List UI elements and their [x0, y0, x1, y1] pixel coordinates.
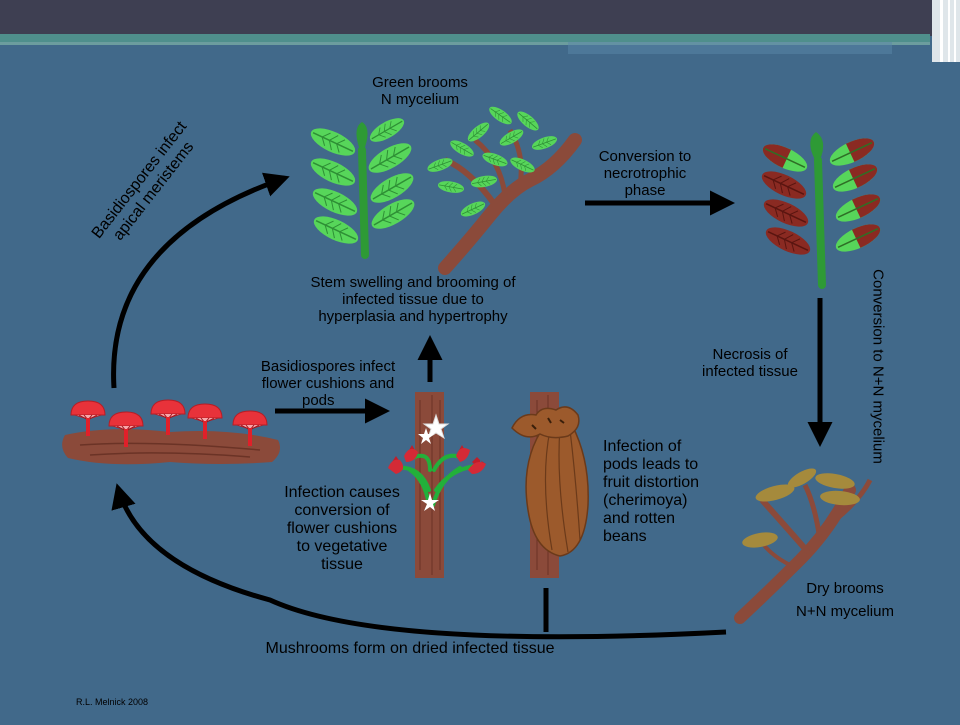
label-basidio-flower-3: pods: [302, 392, 335, 409]
label-dry-brooms-1: Dry brooms: [806, 580, 884, 597]
label-infection-causes: Infection causes conversion of flower cu…: [272, 484, 412, 574]
label-infection-pods-4: (cherimoya): [603, 492, 688, 509]
label-green-brooms: Green brooms N mycelium: [355, 74, 485, 108]
label-conversion-necrotrophic: Conversion to necrotrophic phase: [585, 148, 705, 199]
label-stem-swelling-1: Stem swelling and brooming of: [310, 274, 516, 291]
infected-pod-illustration: [511, 392, 589, 578]
cycle-arrows: [111, 172, 833, 640]
label-basidiospores-flower: Basidiospores infect flower cushions and…: [248, 358, 408, 409]
label-infection-causes-4: to vegetative: [296, 538, 388, 555]
label-conversion-necro-1: Conversion to: [598, 148, 692, 165]
label-infection-causes-1: Infection causes: [284, 484, 400, 501]
label-conversion-necro-2: necrotrophic: [603, 165, 687, 182]
label-stem-swelling-3: hyperplasia and hypertrophy: [318, 308, 508, 325]
top-bar: [0, 0, 960, 36]
label-mushrooms-text: Mushrooms form on dried infected tissue: [265, 640, 555, 657]
label-necrosis: Necrosis of infected tissue: [690, 346, 810, 380]
label-necrosis-2: infected tissue: [702, 363, 798, 380]
label-infection-pods-6: beans: [603, 528, 647, 545]
label-basidio-flower-2: flower cushions and: [261, 375, 395, 392]
label-infection-pods-3: fruit distortion: [603, 474, 700, 491]
label-credit: R.L. Melnick 2008: [76, 697, 196, 708]
arrow-basidiospores-apical: [111, 172, 290, 389]
teal-band: [0, 34, 930, 42]
label-basidio-flower-1: Basidiospores infect: [260, 358, 396, 375]
label-necrosis-1: Necrosis of: [712, 346, 788, 363]
label-conversion-nn-text: Conversion to N+N mycelium: [869, 269, 887, 464]
necrotrophic-broom-illustration: [757, 132, 885, 289]
arrow-to-mushrooms: [111, 483, 727, 640]
dry-broom-illustration: [734, 468, 873, 624]
label-conversion-nn: Conversion to N+N mycelium: [870, 267, 887, 467]
label-infection-causes-2: conversion of: [294, 502, 390, 519]
label-stem-swelling: Stem swelling and brooming of infected t…: [288, 274, 538, 325]
flower-cushion-stem-illustration: [388, 392, 486, 578]
label-n-mycelium: N mycelium: [380, 91, 460, 108]
label-nn-mycelium: N+N mycelium: [796, 603, 894, 620]
mushroom-log-illustration: [62, 399, 280, 465]
label-dry-brooms: Dry brooms N+N mycelium: [785, 580, 905, 620]
label-mushrooms: Mushrooms form on dried infected tissue: [230, 640, 590, 658]
label-infection-pods: Infection of pods leads to fruit distort…: [603, 438, 733, 546]
label-stem-swelling-2: infected tissue due to: [342, 291, 484, 308]
label-infection-causes-3: flower cushions: [286, 520, 398, 537]
label-conversion-necro-3: phase: [624, 182, 666, 199]
label-infection-causes-5: tissue: [321, 556, 363, 573]
label-infection-pods-2: pods leads to: [603, 456, 699, 473]
green-broom-illustration: [306, 103, 582, 275]
label-green-brooms-1: Green brooms: [372, 74, 468, 91]
label-credit-text: R.L. Melnick 2008: [76, 697, 149, 707]
label-infection-pods-5: and rotten: [603, 510, 676, 527]
label-infection-pods-1: Infection of: [603, 438, 682, 455]
